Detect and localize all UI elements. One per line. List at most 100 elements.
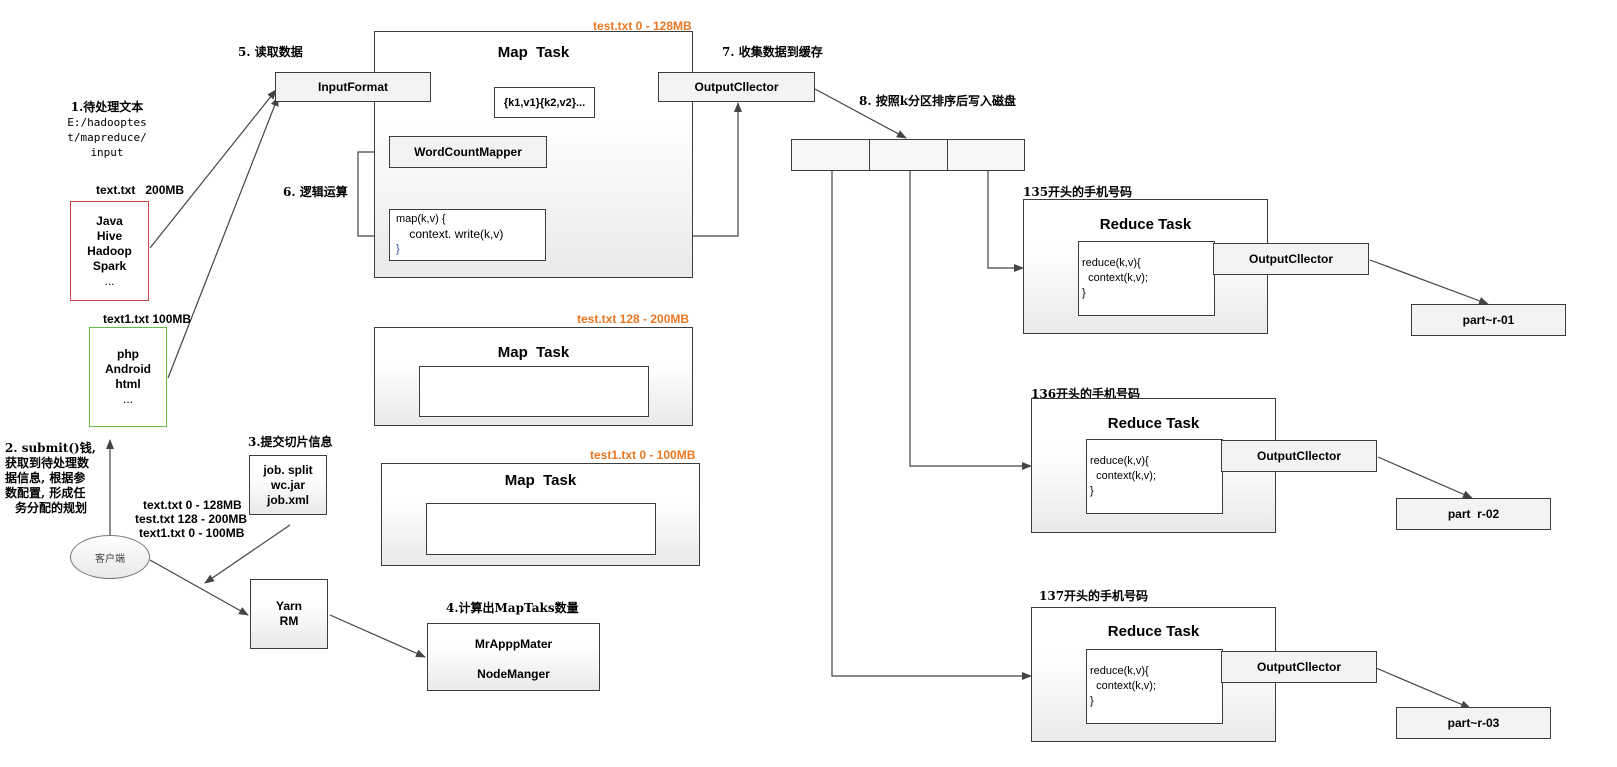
reduce-task-3-title: Reduce Task xyxy=(1107,623,1200,640)
kv-label: {k1,v1}{k2,v2}... xyxy=(503,96,586,109)
step1-title: 1.待处理文本 xyxy=(70,100,144,114)
split-item: text1.txt 0 - 100MB xyxy=(139,526,245,540)
reduce-code-line: reduce(k,v){ xyxy=(1090,665,1149,677)
map-task-2-title: Map Task xyxy=(497,344,570,361)
text-file-box: Java Hive Hadoop Spark ... xyxy=(70,201,149,301)
step5-label: 5. 读取数据 xyxy=(238,45,303,59)
file-item: Java xyxy=(96,213,123,228)
step2-line: 2. submit()钱, xyxy=(5,441,96,455)
job-file: job. split xyxy=(263,462,313,477)
partition-cell xyxy=(791,139,870,171)
file-item: html xyxy=(115,377,141,391)
step8-label: 8. 按照k分区排序后写入磁盘 xyxy=(859,94,1017,108)
part-1: part~r-01 xyxy=(1411,304,1566,336)
step4-label: 4.计算出MapTaks数量 xyxy=(446,601,579,615)
map-task-3-split: test1.txt 0 - 100MB xyxy=(590,448,696,462)
map-task-2: Map Task xyxy=(374,327,693,426)
map-task-2-inner xyxy=(419,366,649,417)
reduce-code-line: } xyxy=(1082,287,1086,299)
reduce-collector-label: OutputCllector xyxy=(1249,252,1333,266)
reduce-3-prefix: 137开头的手机号码 xyxy=(1039,589,1149,603)
step3-label: 3.提交切片信息 xyxy=(248,435,333,449)
step2-line: 务分配的规划 xyxy=(15,501,88,515)
part-label: part r-02 xyxy=(1447,507,1500,521)
step1-path-line: input xyxy=(90,146,124,159)
step2-line: 数配置, 形成任 xyxy=(5,486,86,500)
map-task-3-inner xyxy=(426,503,656,555)
file-item: ... xyxy=(104,273,115,288)
yarn-label: Yarn xyxy=(275,599,302,613)
reduce-collector-2: OutputCllector xyxy=(1221,440,1377,472)
input-format-box: InputFormat xyxy=(275,72,431,102)
app-master-label: MrApppMater xyxy=(474,637,553,651)
file-item: Hive xyxy=(96,228,123,243)
reduce-collector-3: OutputCllector xyxy=(1221,651,1377,683)
reduce-task-2-title: Reduce Task xyxy=(1107,415,1200,432)
reduce-task-1-title: Reduce Task xyxy=(1099,216,1192,233)
file-item: Android xyxy=(105,362,151,376)
step2-line: 据信息, 根据参 xyxy=(5,471,86,485)
output-collector-label: OutputCllector xyxy=(694,80,779,94)
part-2: part r-02 xyxy=(1396,498,1551,530)
map-task-1-split: test.txt 0 - 128MB xyxy=(593,19,692,33)
map-code-line: context. write(k,v) xyxy=(396,227,504,241)
text1-file-label: text1.txt 100MB xyxy=(103,312,192,326)
map-task-2-split: test.txt 128 - 200MB xyxy=(577,312,690,326)
reduce-1-prefix: 135开头的手机号码 xyxy=(1023,185,1133,199)
client-label: 客户端 xyxy=(95,553,125,565)
splits-list: text.txt 0 - 128MB test.txt 128 - 200MB … xyxy=(135,498,247,540)
partition-cell xyxy=(947,139,1025,171)
reduce-code-line: reduce(k,v){ xyxy=(1082,257,1141,269)
step7-label: 7. 收集数据到缓存 xyxy=(722,45,823,59)
mapper-label: WordCountMapper xyxy=(414,145,522,159)
file-item: ... xyxy=(122,392,133,406)
split-item: test.txt 128 - 200MB xyxy=(135,512,248,526)
reduce-code-3: reduce(k,v){ context(k,v); } xyxy=(1086,649,1223,724)
part-label: part~r-03 xyxy=(1447,716,1500,730)
job-files-box: job. split wc.jar job.xml xyxy=(249,455,327,515)
job-file: wc.jar xyxy=(270,477,306,492)
reduce-collector-1: OutputCllector xyxy=(1213,243,1369,275)
yarn-rm-box: Yarn RM xyxy=(250,579,328,649)
node-manager-label: NodeManger xyxy=(477,667,550,681)
map-task-1-title: Map Task xyxy=(497,44,570,61)
map-task-3: Map Task xyxy=(381,463,700,566)
reduce-collector-label: OutputCllector xyxy=(1257,449,1341,463)
text-file-label: text.txt 200MB xyxy=(96,183,185,197)
kv-box: {k1,v1}{k2,v2}... xyxy=(494,87,595,118)
map-code-line: } xyxy=(396,243,400,255)
reduce-code-line: } xyxy=(1090,695,1094,707)
reduce-code-1: reduce(k,v){ context(k,v); } xyxy=(1078,241,1215,316)
split-item: text.txt 0 - 128MB xyxy=(143,498,242,512)
part-3: part~r-03 xyxy=(1396,707,1551,739)
reduce-code-line: context(k,v); xyxy=(1090,680,1157,692)
job-file: job.xml xyxy=(266,492,309,507)
client-node: 客户端 xyxy=(70,535,150,579)
step2-label: 2. submit()钱, 获取到待处理数 据信息, 根据参 数配置, 形成任 … xyxy=(5,441,105,516)
step6-label: 6. 逻辑运算 xyxy=(283,185,348,199)
part-label: part~r-01 xyxy=(1462,313,1515,327)
map-code-line: map(k,v) { xyxy=(396,213,446,225)
reduce-code-line: reduce(k,v){ xyxy=(1090,455,1149,467)
rm-label: RM xyxy=(279,614,299,628)
step1-path-line: E:/hadooptes xyxy=(67,116,147,129)
step2-line: 获取到待处理数 xyxy=(5,456,90,470)
map-code-box: map(k,v) { context. write(k,v) } xyxy=(389,209,546,261)
file-item: Spark xyxy=(92,258,127,273)
step1-label: 1.待处理文本 E:/hadooptes t/mapreduce/ input xyxy=(52,100,162,160)
map-task-3-title: Map Task xyxy=(504,472,577,489)
step1-path-line: t/mapreduce/ xyxy=(67,131,147,144)
reduce-code-line: context(k,v); xyxy=(1082,272,1149,284)
partition-cell xyxy=(869,139,948,171)
reduce-code-line: context(k,v); xyxy=(1090,470,1157,482)
input-format-label: InputFormat xyxy=(318,80,388,94)
app-master-box: MrApppMater NodeManger xyxy=(427,623,600,691)
reduce-2-prefix: 136开头的手机号码 xyxy=(1031,387,1141,401)
reduce-collector-label: OutputCllector xyxy=(1257,660,1341,674)
file-item: php xyxy=(117,347,139,361)
text1-file-box: php Android html ... xyxy=(89,327,167,427)
output-collector-box: OutputCllector xyxy=(658,72,815,102)
reduce-code-line: } xyxy=(1090,485,1094,497)
mapper-box: WordCountMapper xyxy=(389,136,547,168)
reduce-code-2: reduce(k,v){ context(k,v); } xyxy=(1086,439,1223,514)
